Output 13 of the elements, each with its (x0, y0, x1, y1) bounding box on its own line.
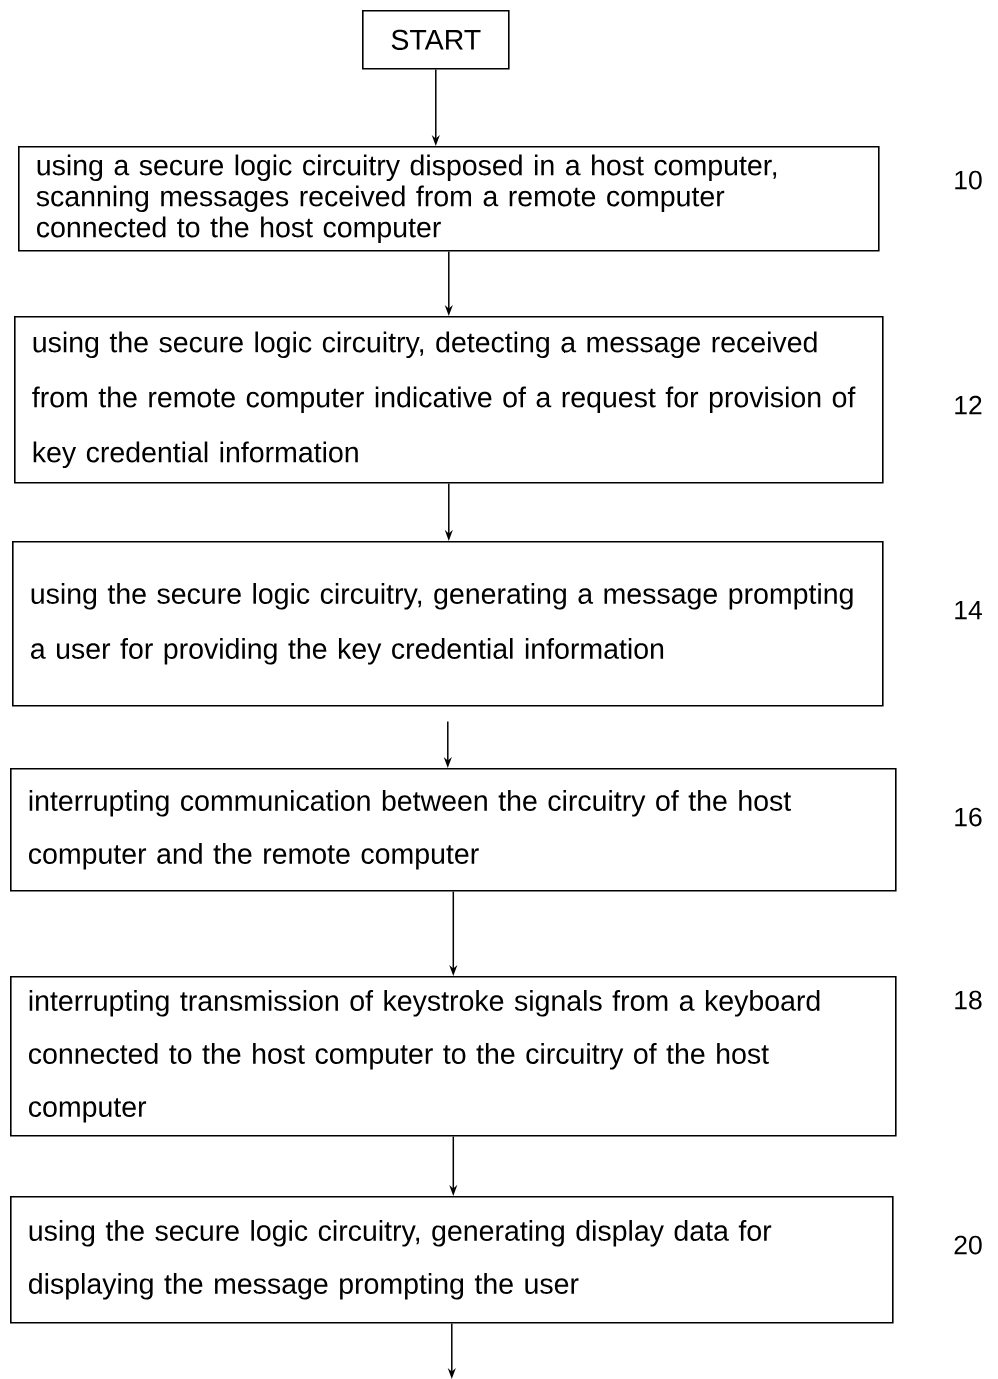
process-box: interrupting communication between the circuitry of the host computer and the remote computer (10, 768, 897, 892)
process-box: using the secure logic circuitry, generating display data for displaying the message prompting the user (10, 1196, 894, 1324)
step-number: 10 (955, 170, 982, 190)
start-box: START (362, 10, 510, 70)
process-box: using the secure logic circuitry, generating a message prompting a user for providing the key credential information (12, 541, 884, 707)
step-number: 18 (955, 990, 982, 1010)
process-box: interrupting transmission of keystroke signals from a keyboard connected to the host computer to the circuitry of the host computer (10, 976, 897, 1137)
step-number: 16 (955, 807, 982, 827)
step-number: 12 (955, 395, 982, 415)
process-box: using a secure logic circuitry disposed in a host computer, scanning messages received from a remote computer connected to the host computer (18, 146, 880, 252)
step-number: 20 (954, 1235, 982, 1255)
process-box: using the secure logic circuitry, detecting a message received from the remote computer indicative of a request for provision of key credential information (14, 316, 884, 484)
step-number: 14 (955, 600, 982, 620)
